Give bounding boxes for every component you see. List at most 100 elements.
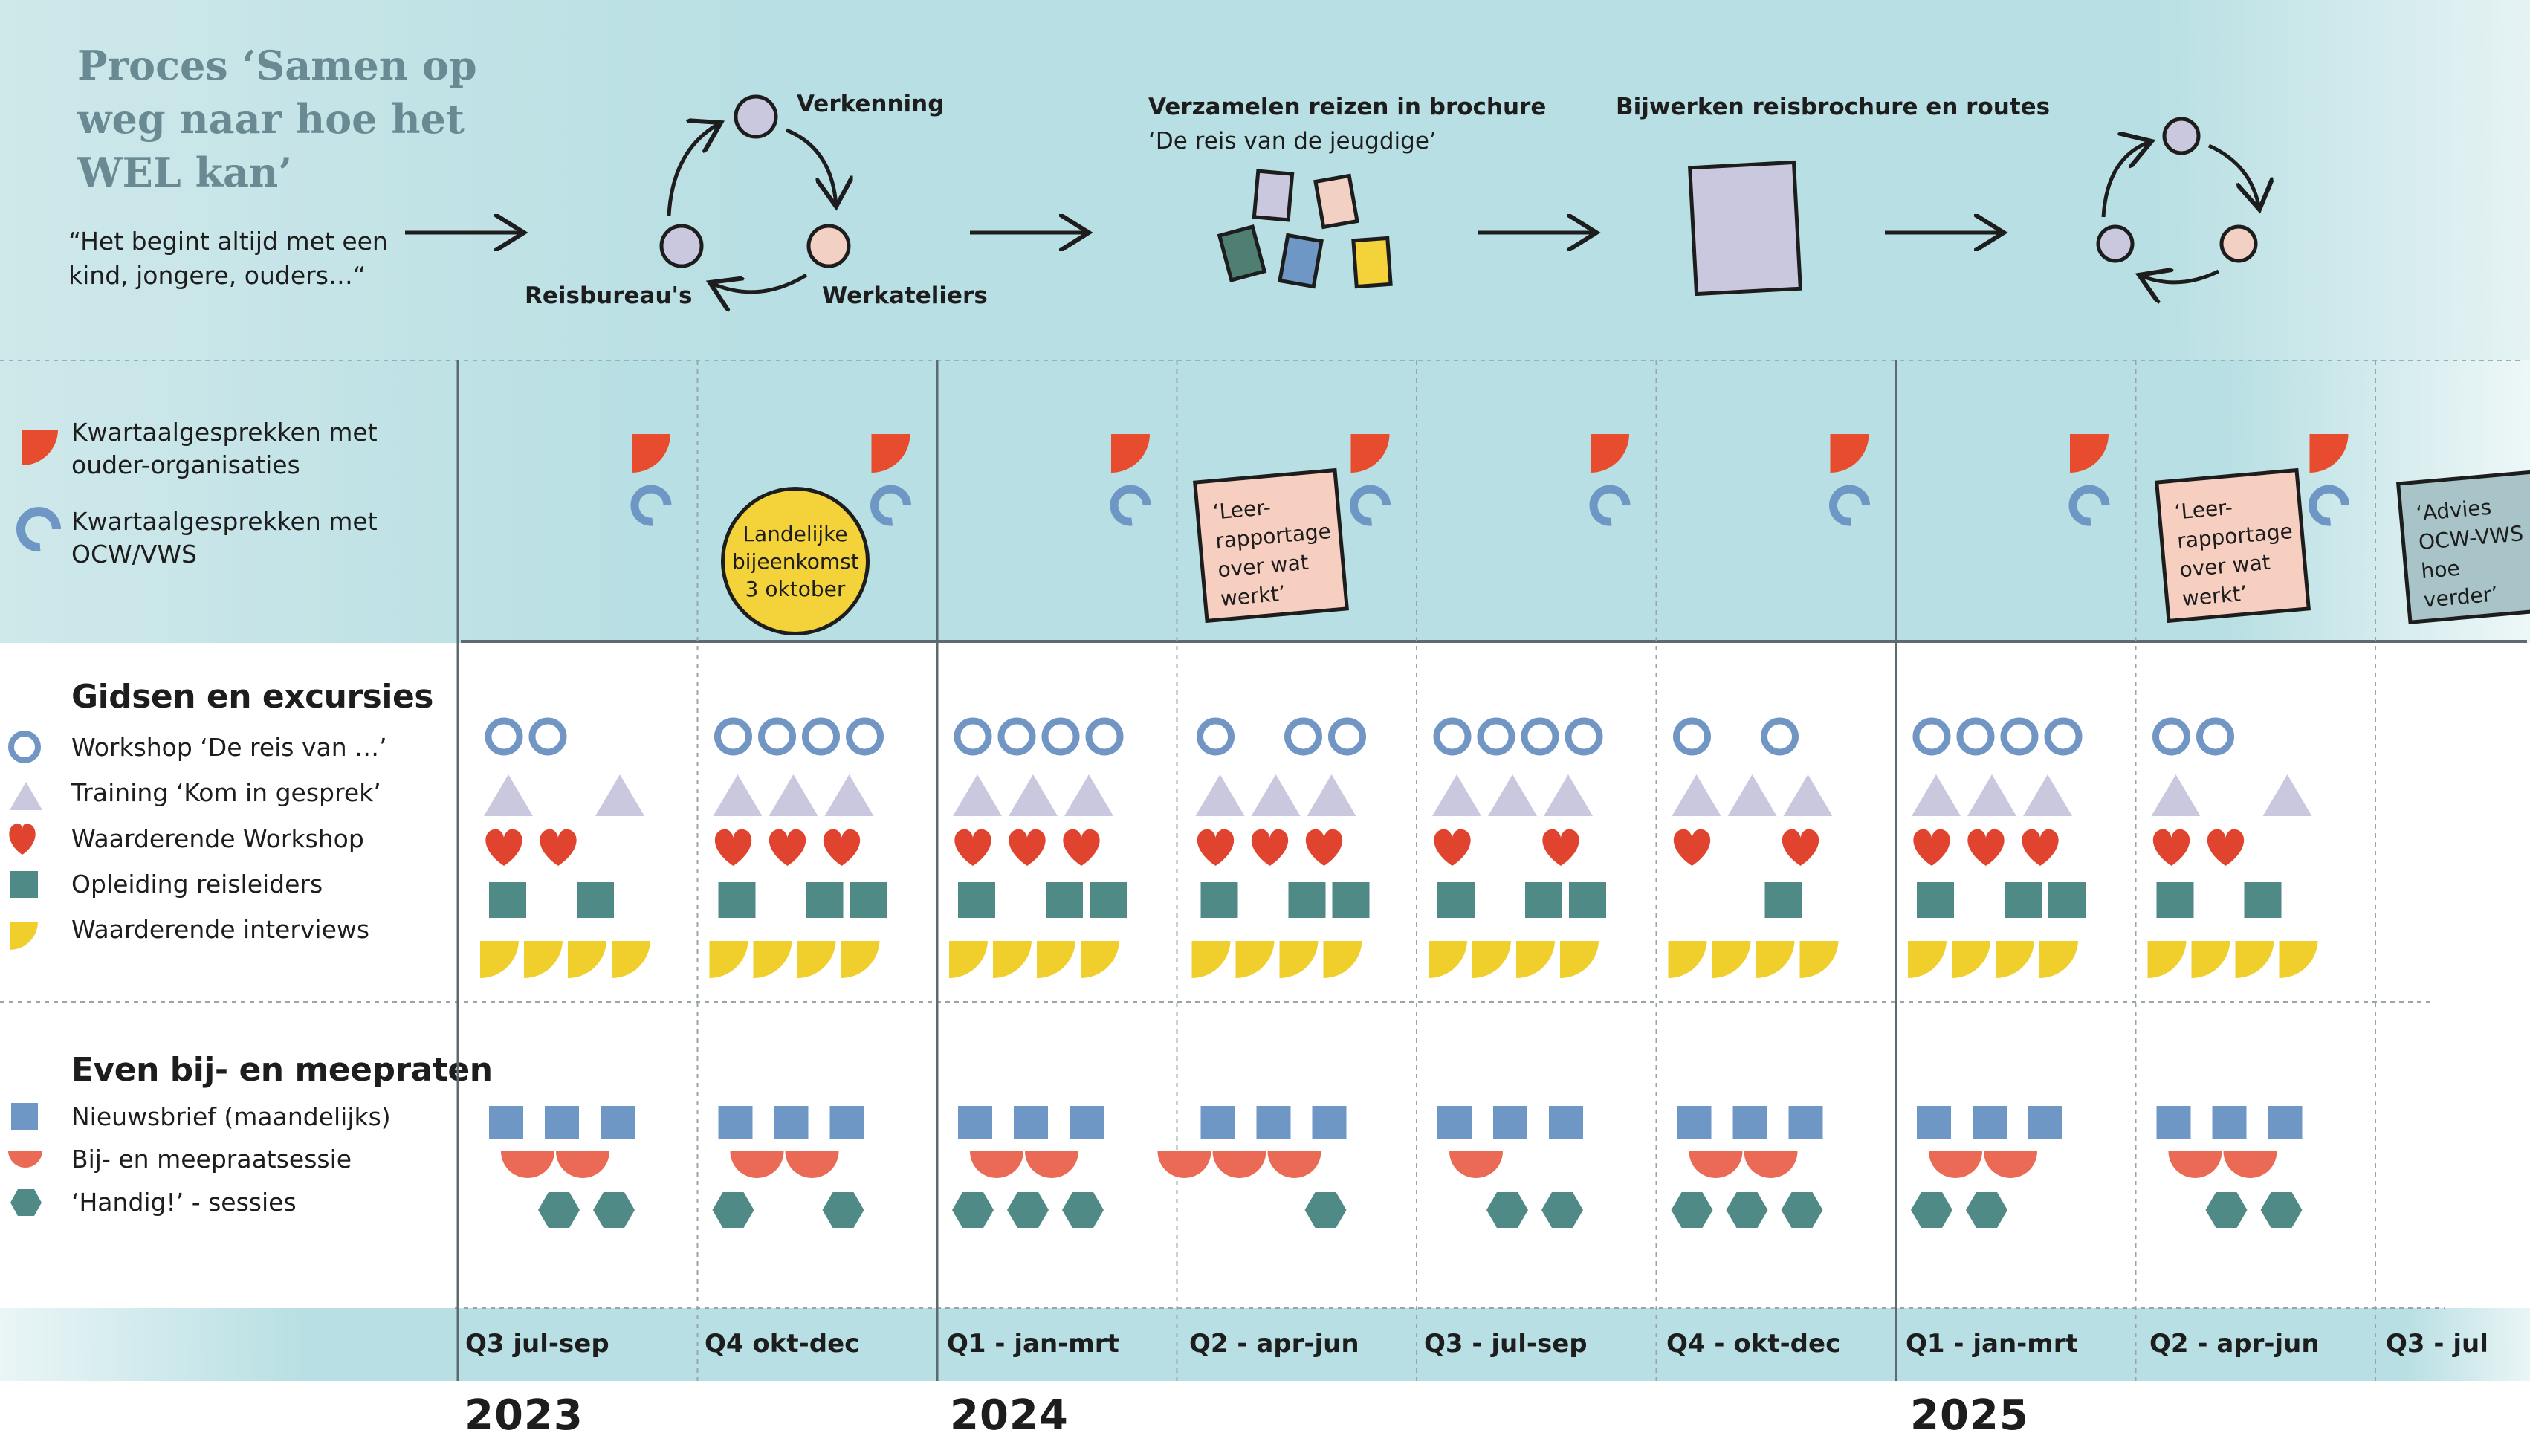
handig-hexagon-mark [1486, 1192, 1528, 1228]
blue-square-icon [11, 1103, 38, 1130]
legend-handig: ‘Handig!’ - sessies [71, 1188, 297, 1217]
newsletter-square-mark [718, 1106, 753, 1139]
meepraat-half-mark [730, 1151, 784, 1178]
newsletter-square-mark [601, 1106, 635, 1139]
meepraat-half-mark [1689, 1151, 1743, 1178]
waarderende-workshop-mark [1967, 829, 2005, 866]
training-triangle-mark [1544, 774, 1593, 816]
opleiding-square-mark [1332, 882, 1370, 918]
quarterly-ocw-talk-mark [1350, 485, 1391, 526]
quarterly-parent-talk-mark [2070, 434, 2109, 473]
training-triangle-mark [1009, 774, 1058, 816]
interview-quarter-mark [1323, 941, 1362, 978]
year-2023: 2023 [465, 1391, 583, 1440]
newsletter-square-mark [2028, 1106, 2062, 1139]
training-triangle-mark [953, 774, 1002, 816]
training-triangle-mark [2151, 774, 2201, 816]
meepraat-half-mark [970, 1151, 1023, 1178]
interview-quarter-mark [1756, 941, 1795, 978]
quarter-label-2: Q4 okt-dec [705, 1329, 860, 1359]
workshop-ring-mark [1328, 717, 1366, 756]
meepraat-half-mark [1025, 1151, 1078, 1178]
quarterly-ocw-talk-mark [630, 485, 672, 526]
training-triangle-mark [1783, 774, 1833, 816]
meepraat-half-mark [1157, 1151, 1211, 1178]
yellow-quarter-icon [10, 922, 38, 950]
meepraat-half-mark [501, 1151, 554, 1178]
training-triangle-mark [1251, 774, 1301, 816]
legend-waarderende-workshop: Waarderende Workshop [71, 824, 364, 853]
legend-workshop: Workshop ‘De reis van …’ [71, 733, 387, 762]
opleiding-square-mark [718, 882, 756, 918]
handig-hexagon-mark [1671, 1192, 1713, 1228]
legend-quarter-ocw-vws: Kwartaalgesprekken met OCW/VWS [71, 507, 378, 569]
newsletter-square-mark [829, 1106, 864, 1139]
quarterly-parent-talk-mark [1111, 434, 1150, 473]
red-heart-icon [9, 823, 36, 855]
newsletter-square-mark [489, 1106, 523, 1139]
handig-hexagon-mark [712, 1192, 754, 1228]
interview-quarter-mark [1429, 941, 1467, 978]
waarderende-workshop-mark [714, 829, 752, 866]
opleiding-square-mark [1525, 882, 1562, 918]
meepraat-half-mark [2223, 1151, 2277, 1178]
quarter-label-7: Q1 - jan-mrt [1906, 1329, 2078, 1359]
training-triangle-mark [1307, 774, 1356, 816]
interview-quarter-mark [2039, 941, 2078, 978]
workshop-ring-mark [714, 717, 752, 756]
opleiding-square-mark [489, 882, 526, 918]
interview-quarter-mark [1081, 941, 1119, 978]
workshop-ring-mark [1477, 717, 1515, 756]
workshop-ring-mark [1912, 717, 1951, 756]
workshop-ring-mark [1521, 717, 1559, 756]
opleiding-square-mark [1764, 882, 1802, 918]
blue-hook-icon [16, 507, 61, 552]
opleiding-square-mark [1917, 882, 1954, 918]
handig-hexagon-mark [2205, 1192, 2248, 1228]
legend-icons [8, 430, 61, 1216]
teal-square-icon [10, 871, 38, 898]
workshop-ring-mark [485, 717, 523, 756]
step-update-title: Bijwerken reisbrochure en routes [1616, 94, 2051, 120]
newsletter-square-mark [774, 1106, 809, 1139]
handig-hexagon-mark [952, 1192, 994, 1228]
waarderende-workshop-mark [1782, 829, 1819, 866]
training-triangle-mark [1195, 774, 1245, 816]
newsletter-square-mark [1200, 1106, 1235, 1139]
training-triangle-mark [1912, 774, 1961, 816]
quarterly-ocw-talk-mark [1829, 485, 1870, 526]
waarderende-workshop-mark [1251, 829, 1289, 866]
legend-training: Training ‘Kom in gesprek’ [71, 778, 381, 807]
quarter-label-1: Q3 jul-sep [465, 1329, 609, 1359]
page-title: Proces ‘Samen op weg naar hoe het WEL ka… [77, 42, 477, 196]
meepraat-half-mark [1929, 1151, 1982, 1178]
training-triangle-mark [1672, 774, 1721, 816]
red-quarter-icon [22, 430, 58, 465]
opleiding-square-mark [850, 882, 887, 918]
handig-hexagon-mark [1911, 1192, 1952, 1228]
waarderende-workshop-mark [769, 829, 806, 866]
step-collect-title: Verzamelen reizen in brochure [1148, 94, 1547, 120]
interview-quarter-mark [753, 941, 792, 978]
section-title-gidsen: Gidsen en excursies [71, 678, 433, 716]
training-triangle-mark [1967, 774, 2016, 816]
meepraat-half-mark [1449, 1151, 1503, 1178]
newsletter-square-mark [1014, 1106, 1048, 1139]
newsletter-square-mark [1788, 1106, 1823, 1139]
waarderende-workshop-mark [1305, 829, 1343, 866]
intro-quote: “Het begint altijd met een kind, jongere… [68, 227, 388, 290]
interview-quarter-mark [1235, 941, 1275, 978]
interview-quarter-mark [524, 941, 563, 978]
waarderende-workshop-mark [1063, 829, 1100, 866]
waarderende-workshop-mark [485, 829, 522, 866]
interview-quarter-mark [1799, 941, 1839, 978]
quarterly-ocw-talk-mark [870, 485, 911, 526]
opleiding-square-mark [2244, 882, 2282, 918]
cycle-diagram-icon [659, 94, 849, 292]
newsletter-square-mark [1493, 1106, 1527, 1139]
handig-hexagon-mark [538, 1192, 580, 1228]
workshop-ring-mark [1041, 717, 1080, 756]
newsletter-square-mark [958, 1106, 992, 1139]
opleiding-square-mark [1569, 882, 1606, 918]
